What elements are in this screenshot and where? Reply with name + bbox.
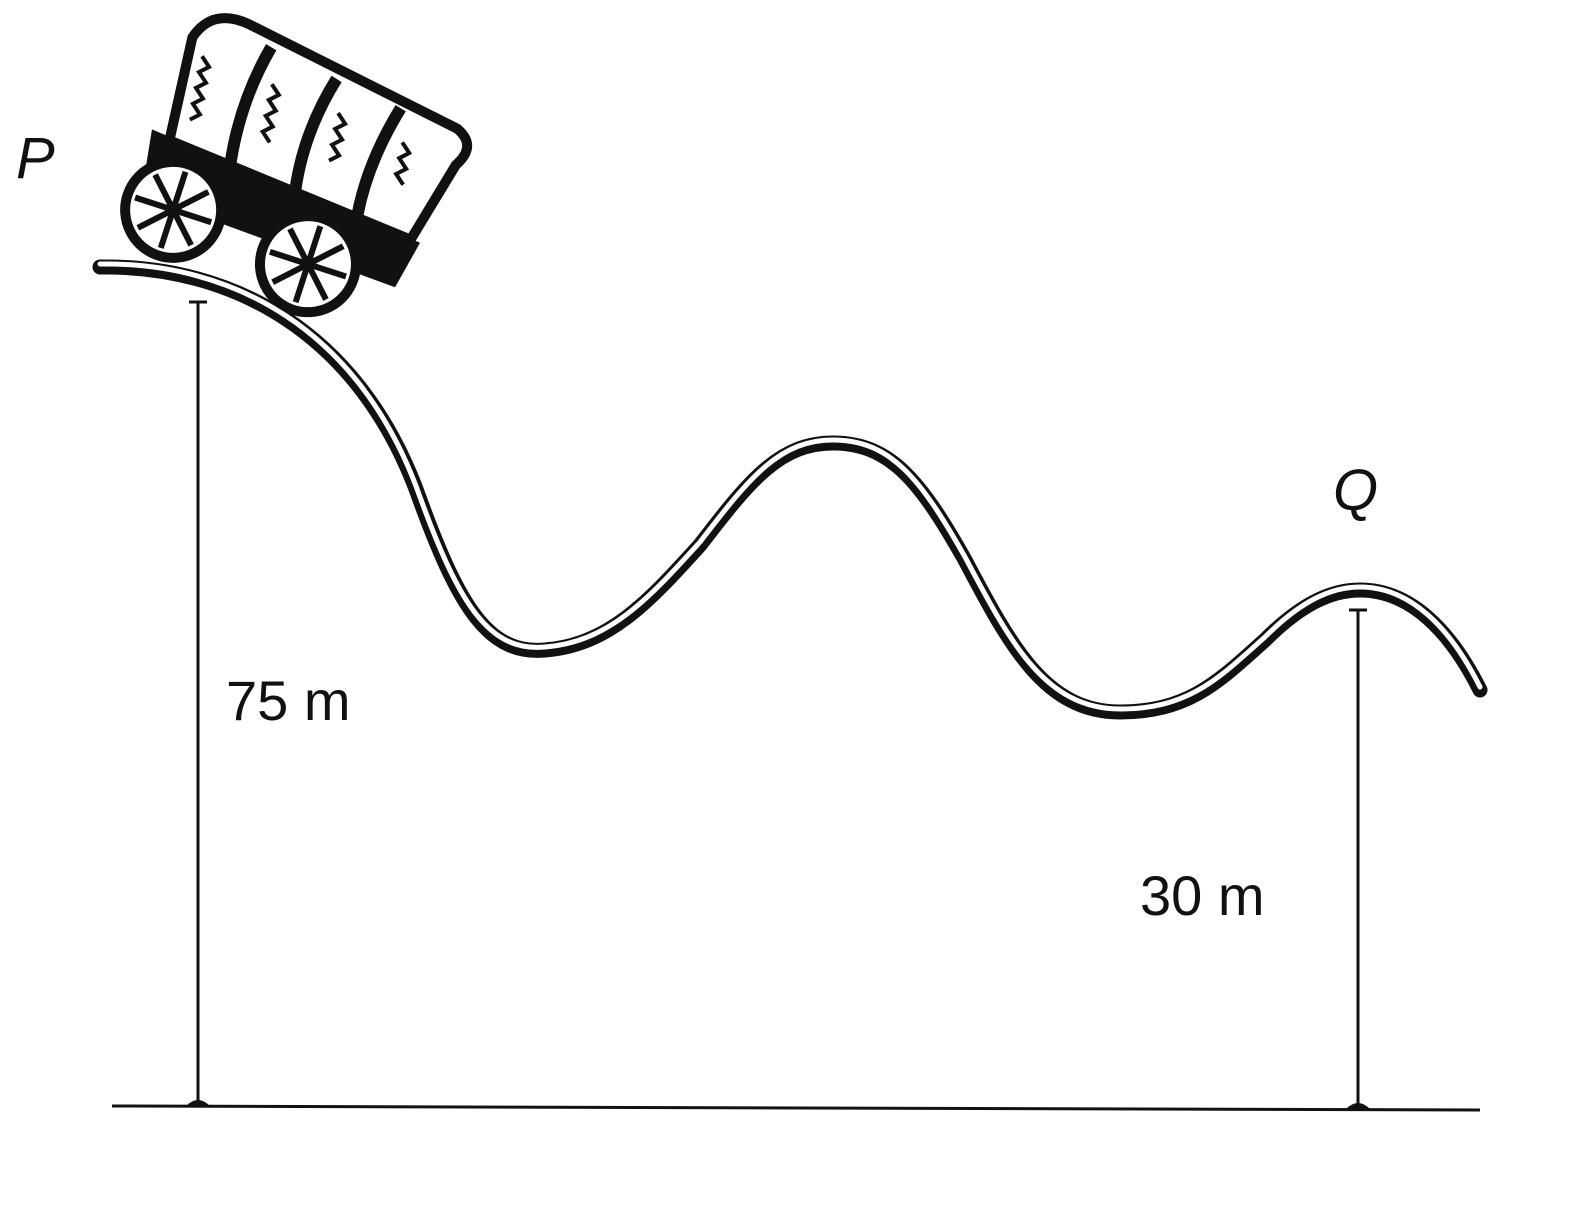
height-label-q: 30 m <box>1140 864 1265 927</box>
point-label-p: P <box>16 126 55 191</box>
covered-wagon-icon <box>120 13 473 318</box>
wagon-wheel <box>120 156 227 263</box>
coaster-track <box>92 259 1488 720</box>
height-label-p: 75 m <box>226 669 351 732</box>
height-marker-q <box>1346 608 1370 1109</box>
ground-line <box>111 1104 1481 1112</box>
height-marker-p <box>186 300 210 1106</box>
wagon-wheel <box>254 211 361 318</box>
point-label-q: Q <box>1333 458 1378 523</box>
